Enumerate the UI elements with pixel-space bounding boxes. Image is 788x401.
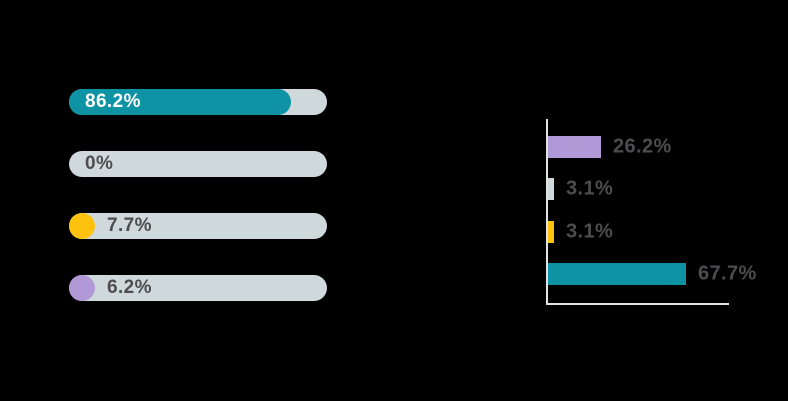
progress-track: 7.7%	[69, 213, 327, 239]
progress-track: 0%	[69, 151, 327, 177]
bar	[548, 263, 686, 285]
value-label: 7.7%	[107, 215, 152, 236]
value-label: 3.1%	[566, 177, 614, 200]
value-label: 86.2%	[85, 91, 141, 112]
bar	[548, 178, 554, 200]
progress-fill	[69, 213, 95, 239]
value-label: 6.2%	[107, 277, 152, 298]
x-axis-line	[546, 303, 729, 305]
y-axis-line	[546, 119, 548, 305]
bar	[548, 221, 554, 243]
value-label: 26.2%	[613, 135, 672, 158]
value-label: 0%	[85, 153, 114, 174]
progress-pill-chart: 86.2% 0% 7.7% 6.2%	[69, 89, 327, 301]
progress-fill	[69, 89, 292, 115]
horizontal-bar-chart: 26.2% 3.1% 3.1% 67.7%	[546, 119, 786, 307]
progress-fill	[69, 275, 95, 301]
value-label: 3.1%	[566, 220, 614, 243]
progress-track: 6.2%	[69, 275, 327, 301]
bar	[548, 136, 601, 158]
progress-track: 86.2%	[69, 89, 327, 115]
value-label: 67.7%	[698, 262, 757, 285]
